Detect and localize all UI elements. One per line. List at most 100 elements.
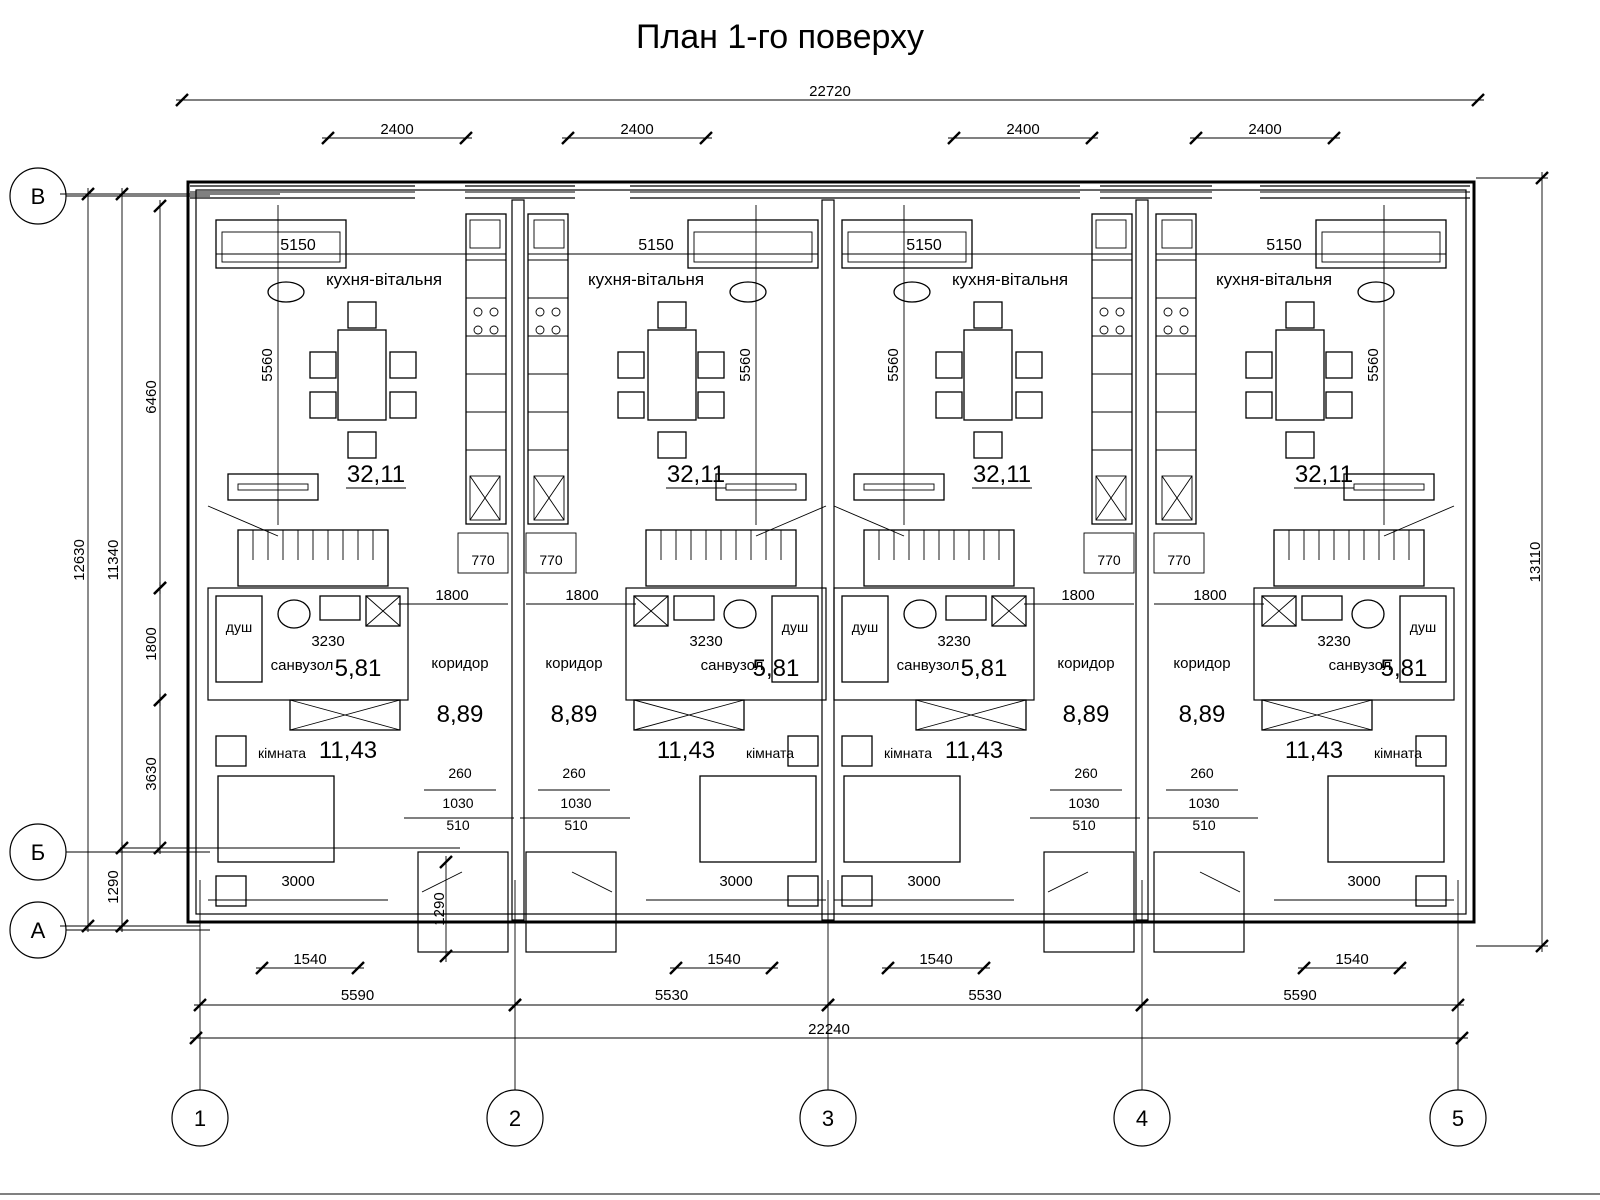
unit-width-dim: 5150 (1266, 237, 1302, 254)
chair (389, 351, 417, 379)
wardrobe (289, 699, 401, 731)
stair-gap-box (1153, 532, 1205, 574)
kitchen-depth-dim: 5560 (885, 348, 902, 381)
stair-arrow (1383, 505, 1455, 537)
corridor-area: 8,89 (551, 701, 598, 728)
shower-label: душ (782, 619, 808, 635)
kitchen-depth-dim: 5560 (259, 348, 276, 381)
entrance-porch (417, 851, 509, 953)
chair (973, 431, 1003, 459)
kitchen-living-label: кухня-вітальня (1216, 270, 1332, 289)
unit-width-dim: 5150 (638, 237, 674, 254)
shower-label: душ (1410, 619, 1436, 635)
bathroom-wall (833, 587, 1035, 701)
corridor-area: 8,89 (1179, 701, 1226, 728)
room-width-dim: 3000 (1347, 873, 1380, 890)
x-line (469, 475, 501, 521)
toilet (1351, 599, 1385, 629)
sink-box (1161, 475, 1193, 521)
outer-wall (186, 180, 1476, 924)
wardrobe (633, 699, 745, 731)
x-line (633, 595, 669, 627)
washer (1261, 595, 1297, 627)
chair (697, 391, 725, 419)
room-width-dim: 3000 (719, 873, 752, 890)
chair (309, 351, 337, 379)
hob-burner (551, 325, 561, 335)
dim-tick (1471, 93, 1485, 107)
left-dim-outer: 12630 (71, 539, 88, 581)
room-label: кімната (746, 745, 794, 761)
plan-title: План 1-го поверху (636, 18, 924, 56)
bay-width-4: 5590 (1283, 987, 1316, 1004)
shower-tray (841, 595, 889, 683)
bathroom-wall (625, 587, 827, 701)
chair (935, 351, 963, 379)
dim-tick (881, 961, 895, 975)
door-1030-dim: 1030 (1188, 795, 1219, 811)
bay-width-2: 5530 (655, 987, 688, 1004)
bathroom-area: 5,81 (1381, 655, 1428, 682)
corridor-width-dim: 1800 (1061, 587, 1094, 604)
corridor-width-dim: 1800 (565, 587, 598, 604)
window-bottom-dim: 1540 (919, 951, 952, 968)
entrance-door-swing (421, 871, 463, 893)
axis-number: 4 (1136, 1106, 1148, 1131)
axis-number-bubble (171, 1089, 229, 1147)
kitchen-area: 32,11 (973, 461, 1031, 488)
corridor-label: коридор (545, 655, 602, 672)
chair (617, 351, 645, 379)
kitchen-living-label: кухня-вітальня (588, 270, 704, 289)
hob-burner (489, 325, 499, 335)
unit-3: 24005150кухня-вітальня556032,11770душ323… (833, 121, 1140, 975)
chair (617, 391, 645, 419)
stair-arrow (833, 505, 905, 537)
stair-arrow (207, 505, 279, 537)
nightstand (215, 875, 247, 907)
stair-gap-box (1083, 532, 1135, 574)
ceiling-lamp (893, 281, 931, 303)
kitchen-living-label: кухня-вітальня (952, 270, 1068, 289)
walls (186, 180, 1476, 924)
x-line (633, 699, 745, 731)
nightstand (841, 735, 873, 767)
unit-1: 24005150кухня-вітальня556032,11770душ323… (207, 121, 514, 975)
hob-burner (1179, 325, 1189, 335)
kitchen-depth-dim: 5560 (737, 348, 754, 381)
hob-burner (1163, 307, 1173, 317)
room-label: кімната (884, 745, 932, 761)
stair-gap-dim: 770 (539, 552, 563, 568)
bed (1327, 775, 1445, 863)
washbasin (1301, 595, 1343, 621)
sofa-seat (1321, 231, 1441, 263)
tv-unit (853, 473, 945, 501)
window-width-dim: 2400 (620, 121, 653, 138)
window-bottom-dim: 1540 (1335, 951, 1368, 968)
fridge (469, 219, 501, 249)
x-line (365, 595, 401, 627)
unit-4: 24005150кухня-вітальня556032,11770душ323… (1148, 121, 1455, 975)
hob-burner (489, 307, 499, 317)
washer (991, 595, 1027, 627)
x-line (533, 475, 565, 521)
sofa-seat (847, 231, 967, 263)
stair-gap-box (457, 532, 509, 574)
porch-depth-dim: 1290 (431, 892, 448, 925)
ceiling-lamp (267, 281, 305, 303)
left-dim-middle: 11340 (105, 540, 122, 581)
bay-width-3: 5530 (968, 987, 1001, 1004)
sofa-seat (693, 231, 813, 263)
nightstand (215, 735, 247, 767)
bathroom-label: санвузол (1329, 657, 1392, 674)
toilet (723, 599, 757, 629)
dining-table (337, 329, 387, 421)
x-line (289, 699, 401, 731)
washbasin (945, 595, 987, 621)
sink-box (533, 475, 565, 521)
room-label: кімната (1374, 745, 1422, 761)
kitchen-counter (527, 213, 569, 525)
chair (1245, 351, 1273, 379)
hob-burner (535, 325, 545, 335)
apartment-units: 24005150кухня-вітальня556032,11770душ323… (207, 121, 1455, 975)
